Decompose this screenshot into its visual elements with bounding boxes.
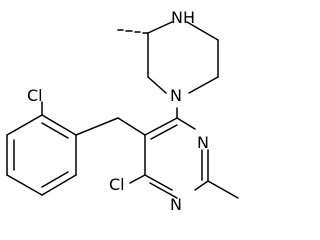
benzyl-linker: [75, 117, 146, 136]
pyrimidine-chloro-bond: [129, 174, 146, 184]
pyrimidine-ring: [144, 117, 209, 199]
benzene-ring: [6, 114, 77, 196]
atom-label-n-piperazine: N: [170, 86, 182, 105]
pyrimidine-methyl-bond: [207, 180, 239, 199]
atom-label-cl-pyrimidine: Cl: [109, 175, 125, 194]
atom-label-n-pyrimidine-lower: N: [170, 195, 182, 214]
atom-label-n-pyrimidine-upper: N: [197, 133, 209, 152]
atom-label-cl-aryl: Cl: [27, 86, 43, 105]
chemical-structure-diagram: NH N N N Cl Cl: [6, 8, 239, 214]
stereo-methyl-bond: [117, 29, 149, 34]
atom-label-nh: NH: [171, 8, 195, 27]
piperazine-ring: [147, 21, 219, 94]
